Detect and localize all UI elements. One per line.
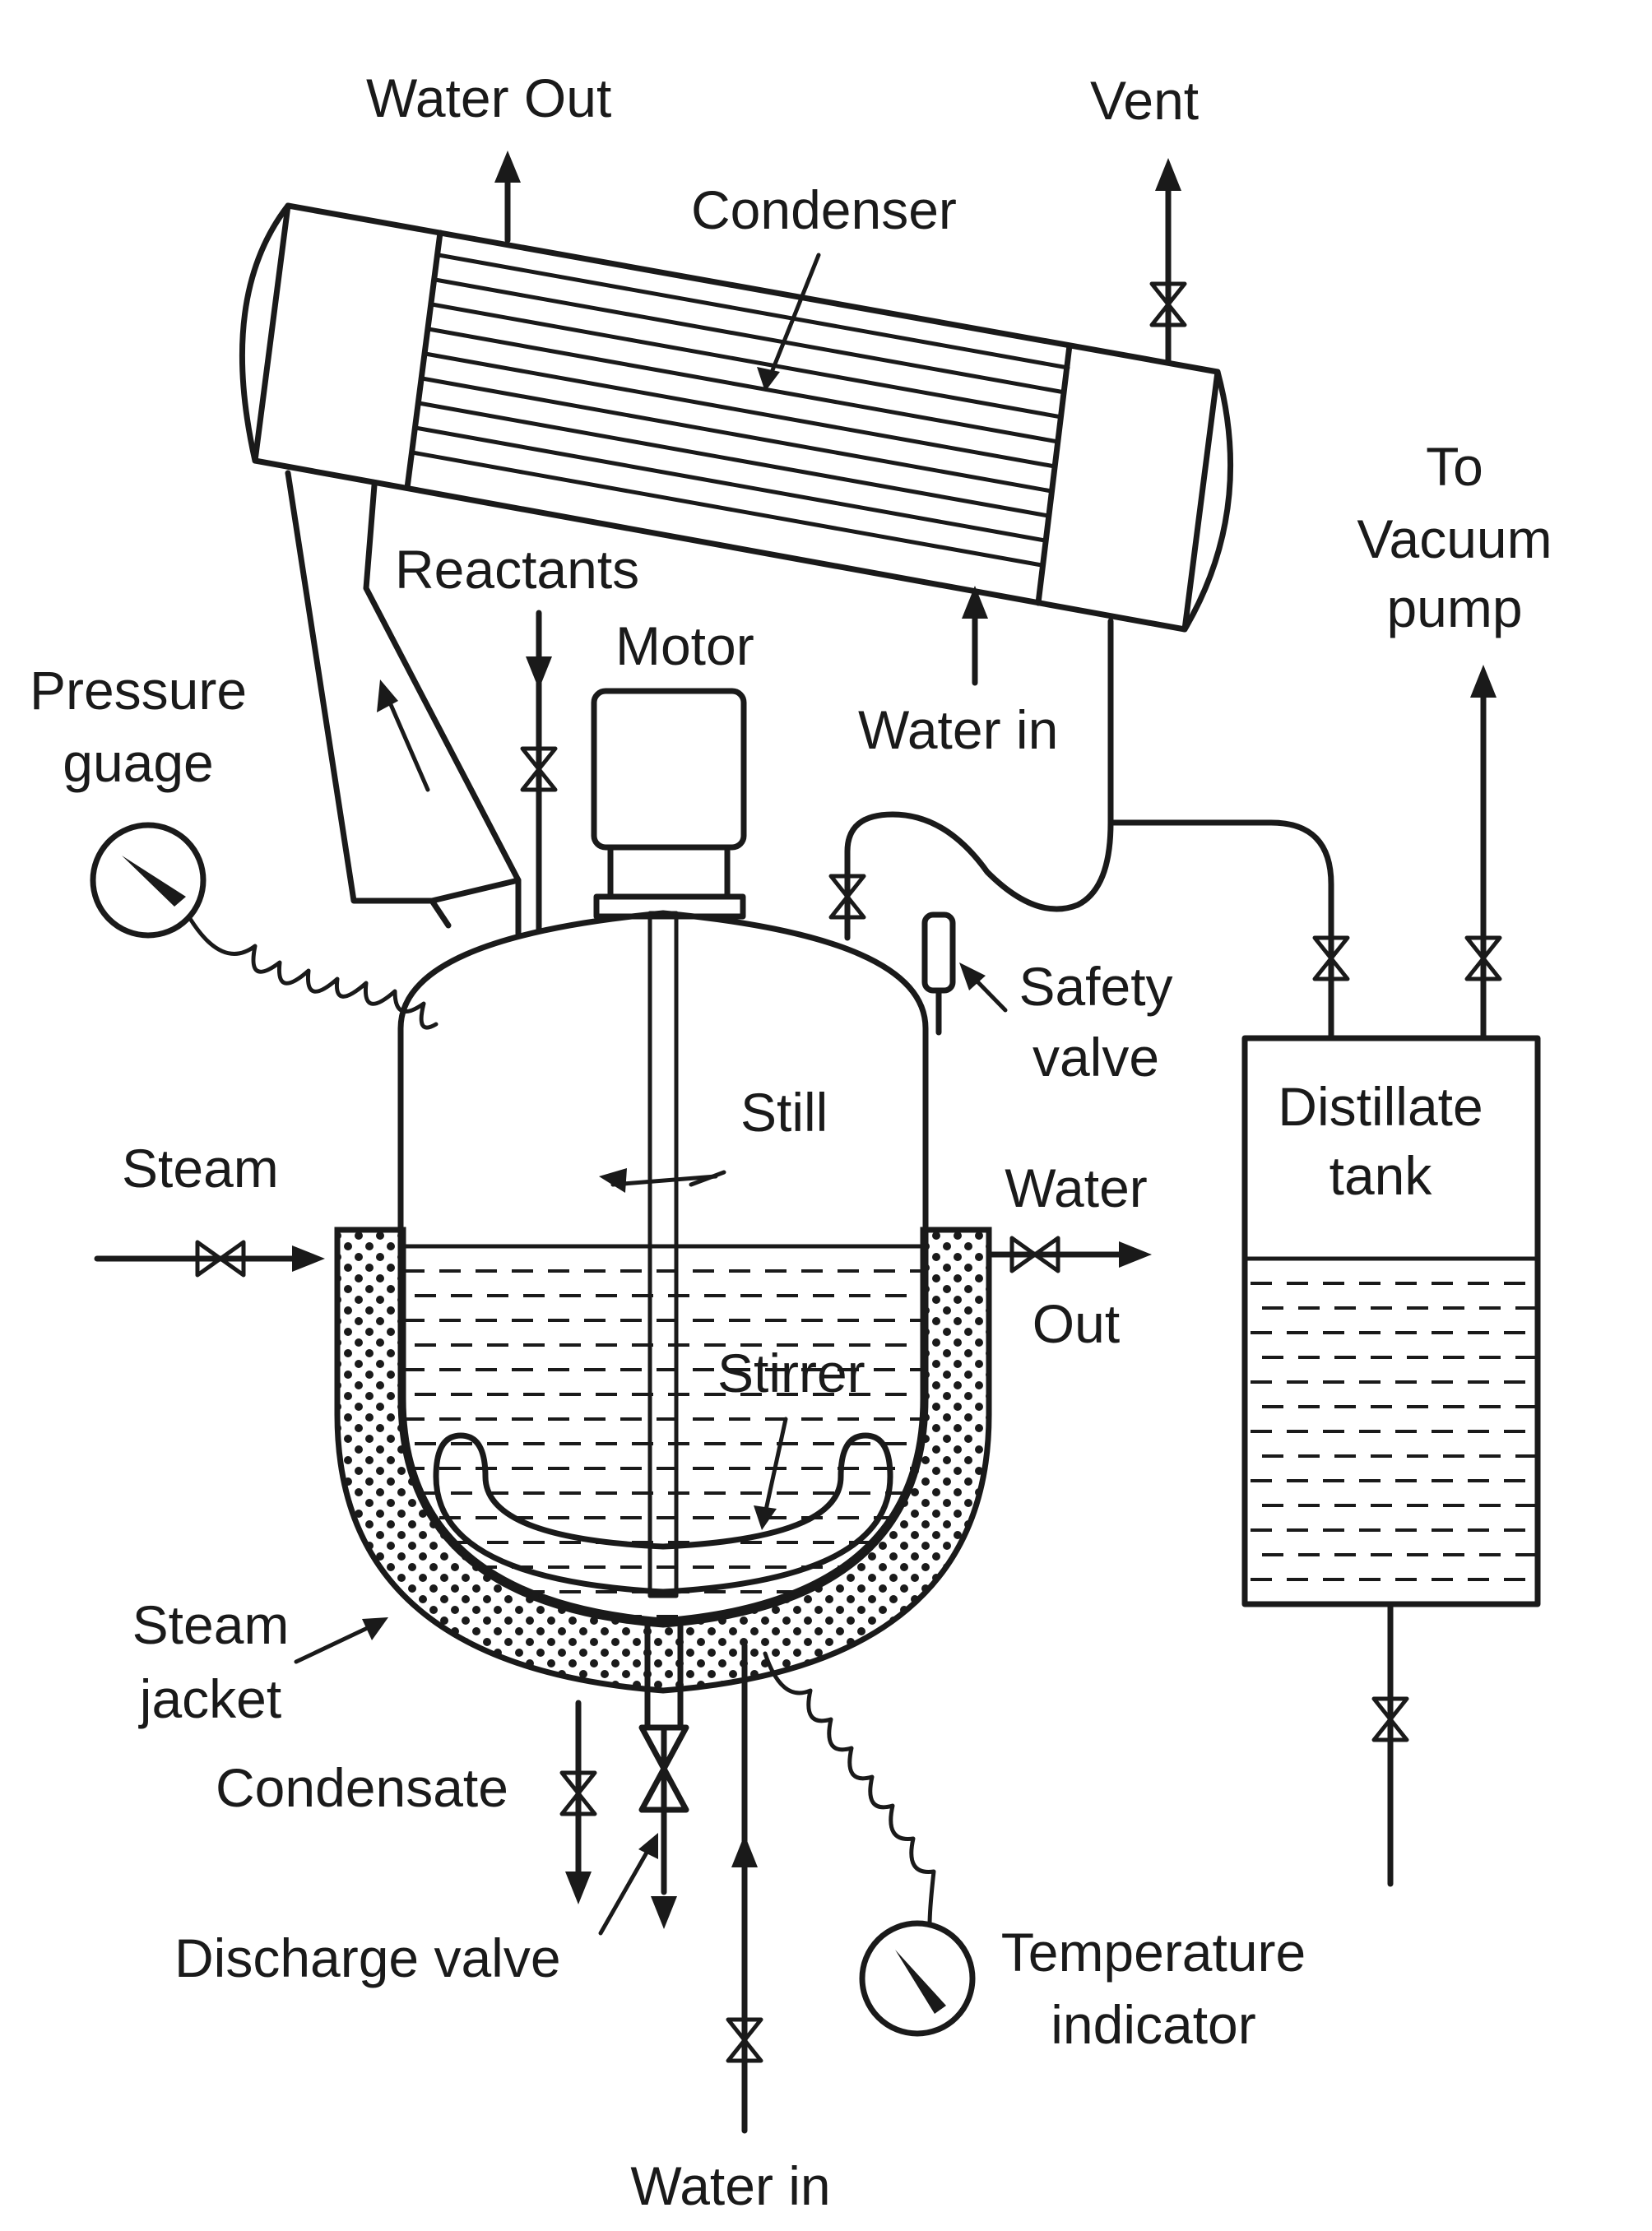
label-condenser: Condenser <box>691 179 957 240</box>
vent-pipe <box>1149 158 1187 365</box>
vapour-line <box>285 470 522 937</box>
motor <box>591 688 747 920</box>
jacket-water-out <box>986 1236 1152 1273</box>
steam-valve-icon <box>195 1240 246 1278</box>
label-water-in-bottom: Water in <box>630 2155 830 2216</box>
stirrer <box>433 1432 893 1595</box>
tank-drain-valve-icon <box>1371 1696 1409 1742</box>
label-steam-jacket-line-1: Steam <box>132 1594 290 1655</box>
distillate-tank <box>1241 1035 1541 1887</box>
condenser-tubes <box>410 253 1070 568</box>
label-vent: Vent <box>1090 70 1199 131</box>
safety-valve <box>921 911 1008 1036</box>
condensate-outlet <box>559 1700 597 1904</box>
label-water-out-side-line-1: Water <box>1005 1157 1148 1218</box>
label-to-vacuum-pump-line-2: Vacuum <box>1357 508 1552 569</box>
label-water-out-top: Water Out <box>366 67 611 128</box>
water-out-top-pipe <box>494 151 521 244</box>
label-reactants: Reactants <box>395 539 639 600</box>
jacket-water-in <box>726 1642 763 2134</box>
label-distillate-tank-line-2: tank <box>1329 1145 1433 1206</box>
still-vessel <box>334 910 992 1694</box>
label-water-in-top: Water in <box>858 699 1058 760</box>
label-stirrer: Stirrer <box>717 1343 865 1403</box>
water-in-valve-icon <box>726 2017 763 2063</box>
temperature-indicator <box>763 1651 976 2037</box>
label-safety-valve-line-1: Safety <box>1019 956 1172 1017</box>
reactants-inlet <box>520 610 558 933</box>
label-distillate-tank-line-1: Distillate <box>1278 1076 1483 1137</box>
pressure-gauge <box>90 822 439 1030</box>
condensate-valve-icon <box>559 1770 597 1816</box>
vacuum-line <box>1464 665 1502 1040</box>
distillate-line <box>1107 618 1350 1040</box>
label-safety-valve-line-2: valve <box>1032 1027 1159 1088</box>
reactants-valve-icon <box>520 746 558 792</box>
vacuum-valve-icon <box>1464 935 1502 981</box>
label-to-vacuum-pump-line-1: To <box>1426 436 1483 497</box>
label-temperature-indicator-line-1: Temperature <box>1001 1922 1306 1983</box>
discharge-valve-icon <box>638 1724 689 1813</box>
water-out-valve-icon <box>1009 1236 1060 1273</box>
label-water-out-side-line-2: Out <box>1032 1293 1120 1354</box>
label-steam-jacket-line-2: jacket <box>138 1668 281 1729</box>
vent-loop-pipe <box>828 811 1114 941</box>
discharge-valve <box>598 1617 689 1936</box>
distillate-liquid <box>1251 1282 1535 1581</box>
label-to-vacuum-pump-line-3: pump <box>1386 577 1522 638</box>
label-discharge-valve: Discharge valve <box>174 1927 561 1988</box>
distillate-valve-icon <box>1312 935 1350 981</box>
loop-valve-icon <box>828 874 866 920</box>
label-temperature-indicator-line-2: indicator <box>1051 1994 1255 2055</box>
label-motor: Motor <box>615 615 754 676</box>
label-pressure-gauge-line-1: Pressure <box>30 660 247 721</box>
stirrer-shaft <box>599 911 718 1598</box>
label-still: Still <box>740 1082 828 1143</box>
label-pressure-gauge-line-2: guage <box>63 732 214 793</box>
vent-valve-icon <box>1149 281 1187 327</box>
water-in-top-pipe <box>962 586 988 686</box>
label-condensate: Condensate <box>216 1757 508 1818</box>
label-steam: Steam <box>122 1138 279 1199</box>
steam-inlet <box>94 1240 325 1278</box>
condenser <box>239 202 1234 633</box>
